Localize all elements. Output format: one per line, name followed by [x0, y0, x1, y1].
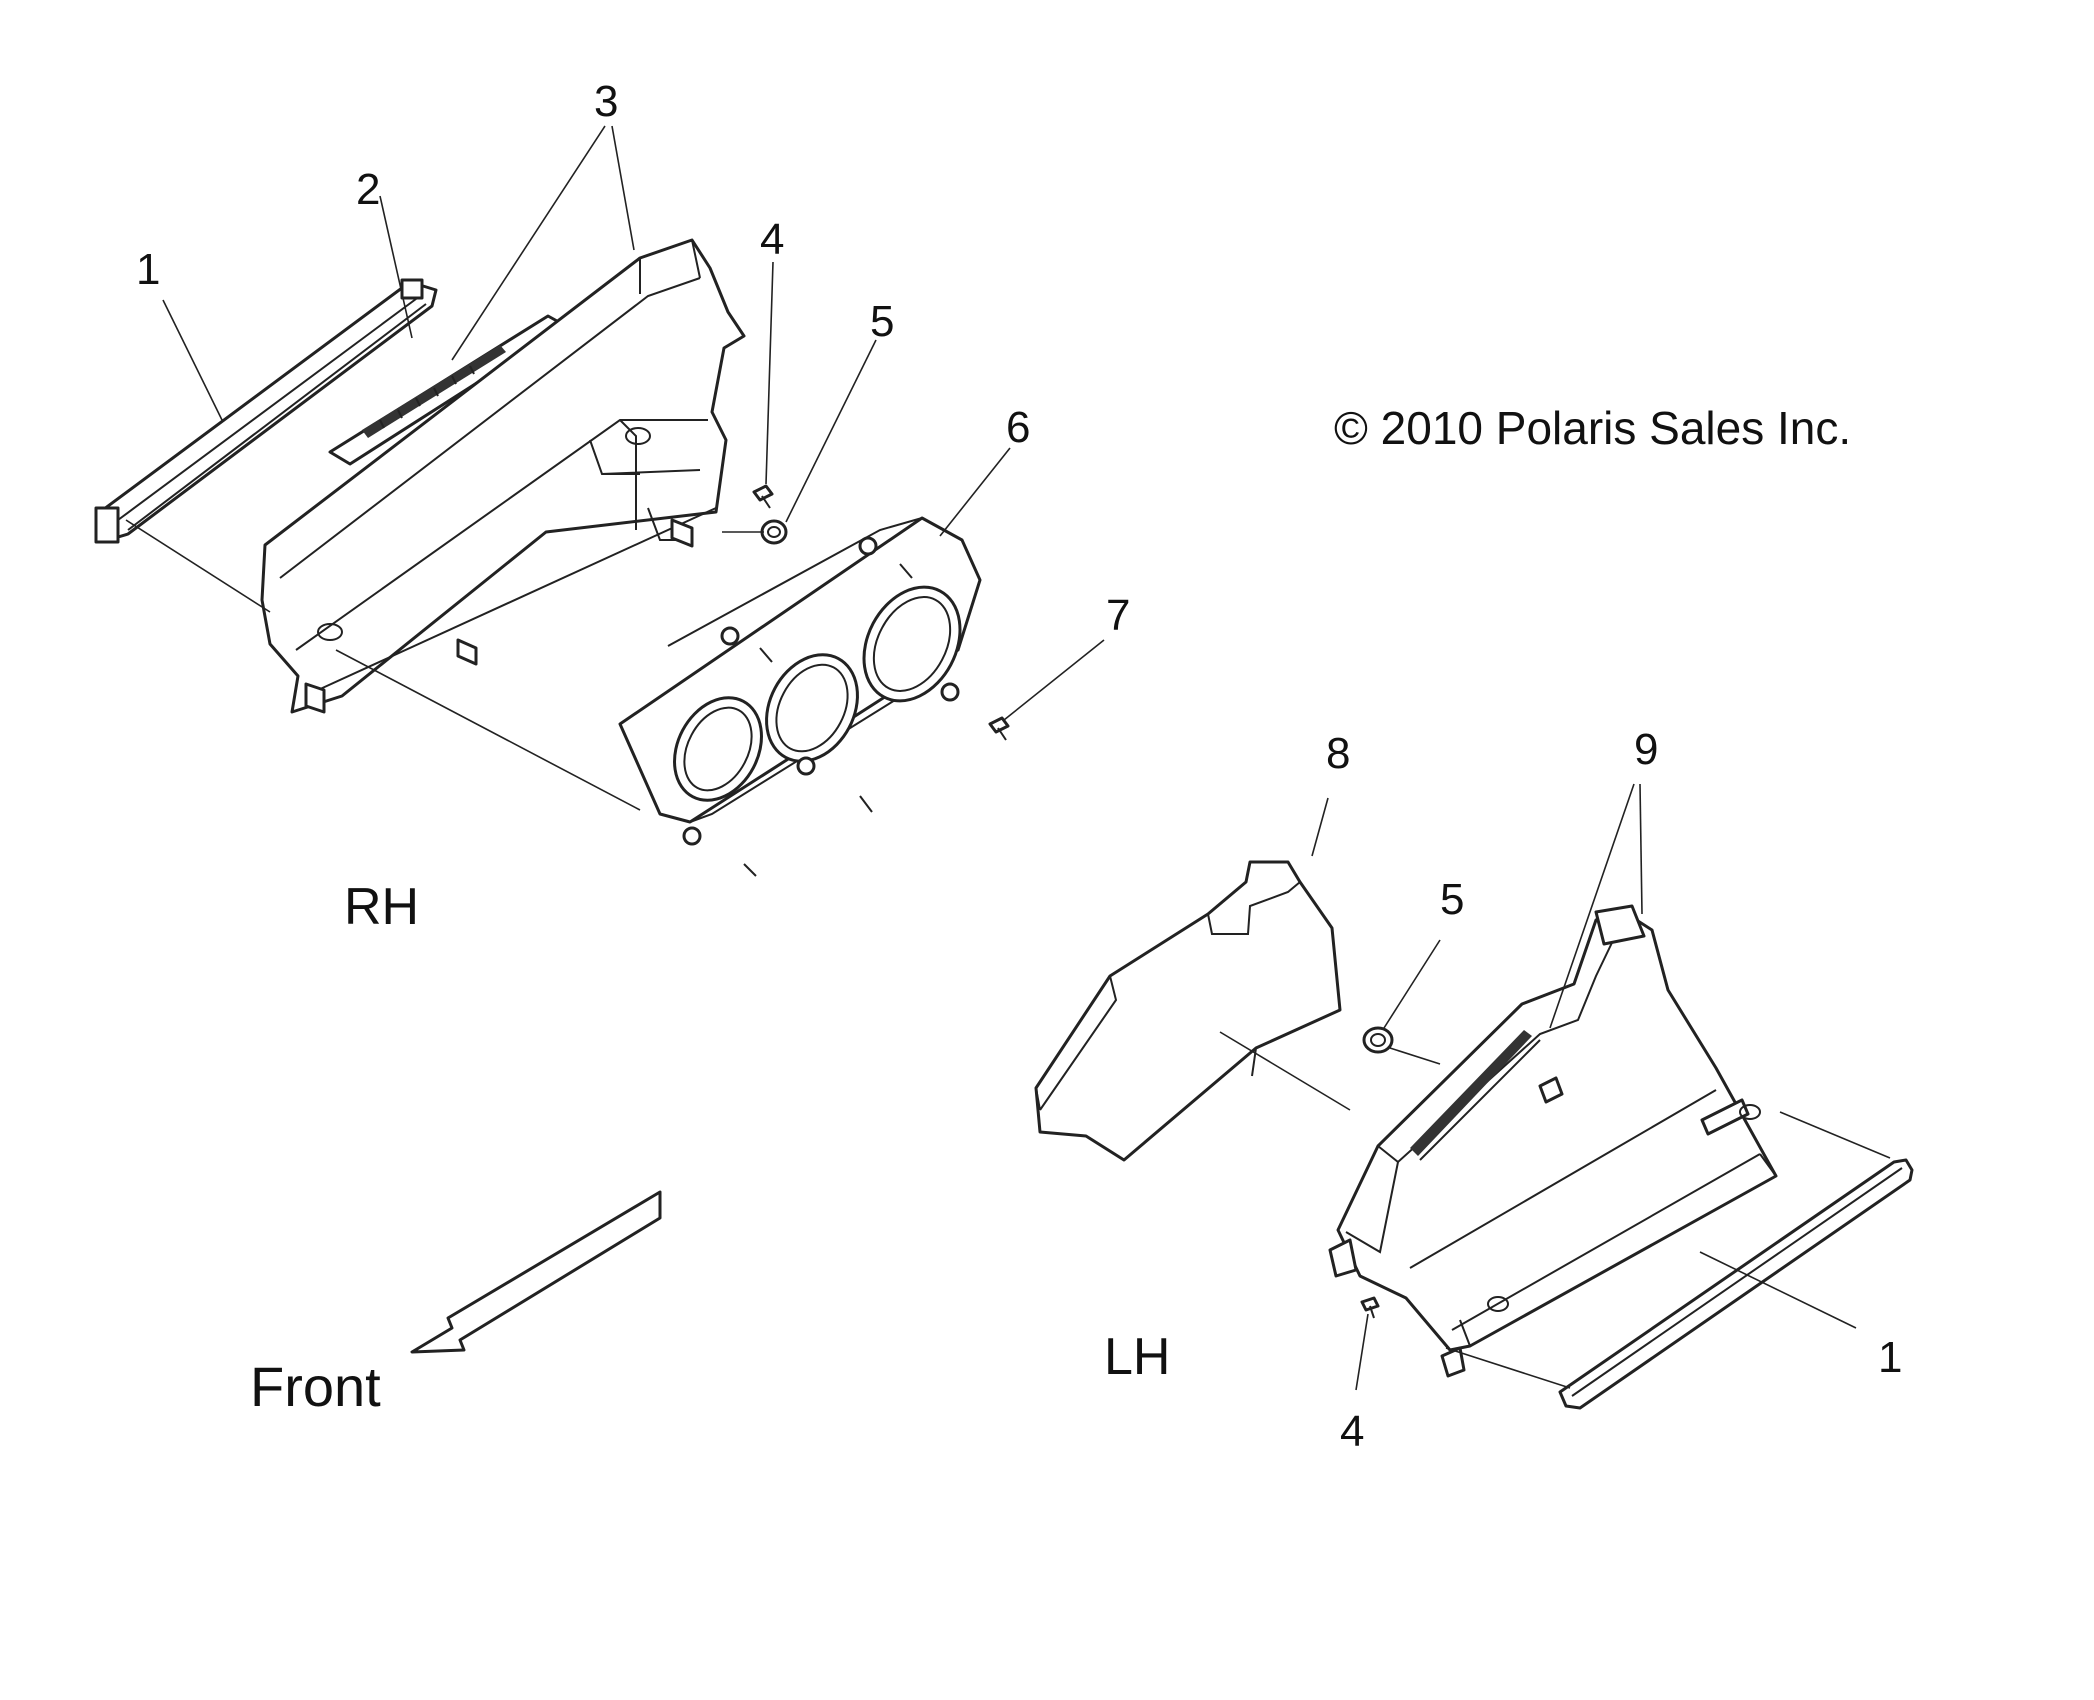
lh-side-label: LH: [1104, 1328, 1170, 1386]
lh-trim-strip: [1558, 1158, 1914, 1410]
callout-lh-1: 1: [1878, 1333, 1902, 1382]
callout-rh-1: 1: [136, 245, 160, 294]
lh-screw: [1360, 1296, 1380, 1319]
lh-leader-lines: [1219, 783, 1891, 1391]
rh-vent-grille: [328, 314, 568, 466]
front-arrow-icon: [410, 1190, 662, 1354]
rh-side-label: RH: [344, 878, 419, 936]
rh-screw-7: [988, 716, 1010, 741]
callout-lh-5: 5: [1440, 875, 1464, 924]
callout-rh-7: 7: [1106, 591, 1130, 640]
callout-lh-9: 9: [1634, 725, 1658, 774]
rh-screw: [752, 484, 774, 509]
lh-grommet: [1362, 1026, 1394, 1054]
callout-rh-5: 5: [870, 297, 894, 346]
rh-trim-strip: [94, 278, 438, 544]
callout-lh-8: 8: [1326, 729, 1350, 778]
rh-grommet: [760, 519, 788, 545]
callout-rh-4: 4: [760, 215, 784, 264]
callout-lh-4: 4: [1340, 1407, 1364, 1456]
lh-dash-housing: [1328, 904, 1778, 1378]
rh-dash-housing: [260, 238, 746, 714]
rh-instrument-panel: [618, 516, 982, 877]
rh-leader-lines: [125, 125, 1105, 811]
callout-rh-2: 2: [356, 165, 380, 214]
callout-rh-3: 3: [594, 77, 618, 126]
lh-foam-block: [1034, 860, 1342, 1162]
copyright-notice: © 2010 Polaris Sales Inc.: [1334, 402, 1851, 454]
front-direction-label: Front: [250, 1355, 381, 1418]
callout-rh-6: 6: [1006, 403, 1030, 452]
